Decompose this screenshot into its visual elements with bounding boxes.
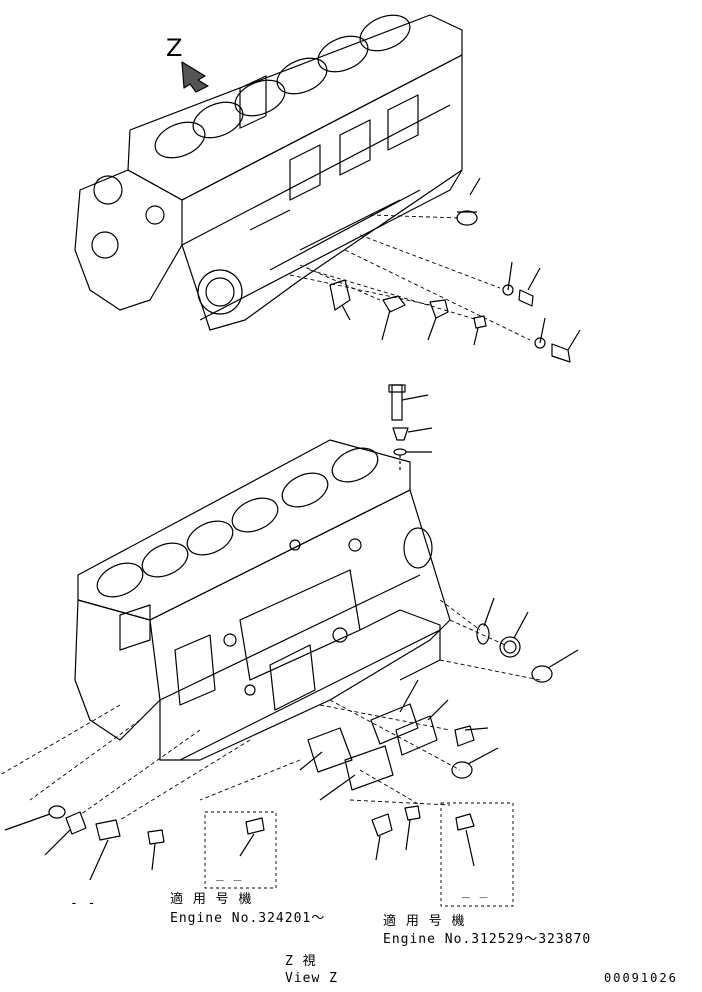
lower-right-callouts bbox=[299, 597, 579, 861]
view-z-arrow bbox=[181, 61, 209, 93]
inset-boxes bbox=[204, 802, 514, 907]
inset-right-dashes: _ _ bbox=[462, 884, 489, 899]
upper-leaders bbox=[289, 214, 531, 341]
view-marker-z: Z bbox=[166, 34, 183, 62]
bottom-dashes: - - bbox=[70, 896, 97, 911]
drawing-number: 00091026 bbox=[604, 971, 678, 985]
lower-leaders bbox=[0, 599, 541, 821]
lower-group-engine-label: Engine No.312529～323870 bbox=[383, 932, 592, 947]
inset-left-dashes: _ _ bbox=[216, 867, 243, 882]
upper-engine-block bbox=[74, 14, 463, 331]
upper-group-engine-label: Engine No.324201～ bbox=[170, 911, 326, 926]
lower-group-jp-label: 適 用 号 機 bbox=[383, 914, 466, 929]
view-caption-en: View Z bbox=[285, 971, 338, 986]
lower-left-callouts bbox=[4, 805, 165, 881]
lower-top-callouts bbox=[388, 384, 433, 470]
inset-parts bbox=[239, 813, 475, 867]
upper-group-jp-label: 適 用 号 機 bbox=[170, 892, 253, 907]
upper-callout-parts bbox=[329, 177, 581, 363]
lower-engine-block bbox=[74, 439, 451, 761]
view-caption-jp: Z 視 bbox=[285, 954, 317, 969]
